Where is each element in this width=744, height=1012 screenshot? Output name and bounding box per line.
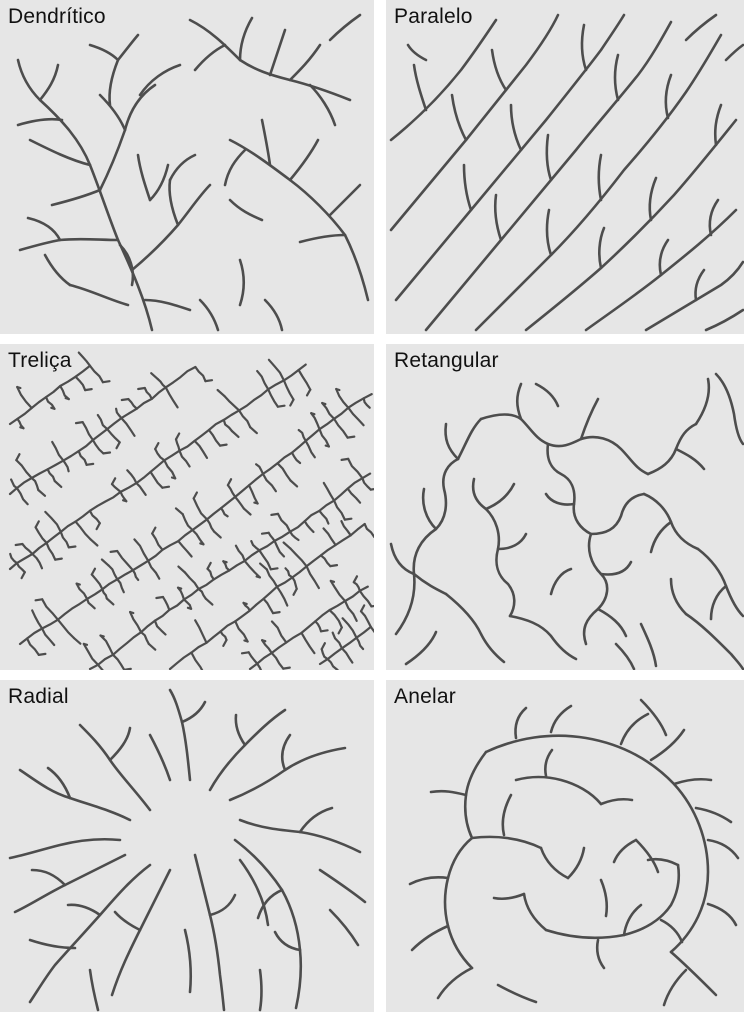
- stream-network: [10, 353, 374, 670]
- panel-radial: Radial: [0, 680, 374, 1012]
- panel-anelar: Anelar: [386, 680, 744, 1012]
- stream-network: [391, 15, 743, 330]
- panel-label: Dendrítico: [8, 5, 106, 29]
- stream-network: [410, 700, 738, 1005]
- stream-network: [391, 374, 743, 669]
- drainage-drawing-retangular: [386, 344, 744, 670]
- drainage-drawing-paralelo: [386, 0, 744, 334]
- panel-label: Treliça: [8, 349, 72, 373]
- drainage-drawing-dendritico: [0, 0, 374, 334]
- panel-paralelo: Paralelo: [386, 0, 744, 334]
- drainage-drawing-anelar: [386, 680, 744, 1012]
- stream-network: [10, 690, 365, 1010]
- panel-label: Retangular: [394, 349, 499, 373]
- panel-retangular: Retangular: [386, 344, 744, 670]
- stream-network: [18, 15, 368, 330]
- panel-trelica: Treliça: [0, 344, 374, 670]
- panel-label: Paralelo: [394, 5, 473, 29]
- panel-dendritico: Dendrítico: [0, 0, 374, 334]
- panel-label: Radial: [8, 685, 69, 709]
- drainage-drawing-trelica: [0, 344, 374, 670]
- drainage-drawing-radial: [0, 680, 374, 1012]
- panel-label: Anelar: [394, 685, 456, 709]
